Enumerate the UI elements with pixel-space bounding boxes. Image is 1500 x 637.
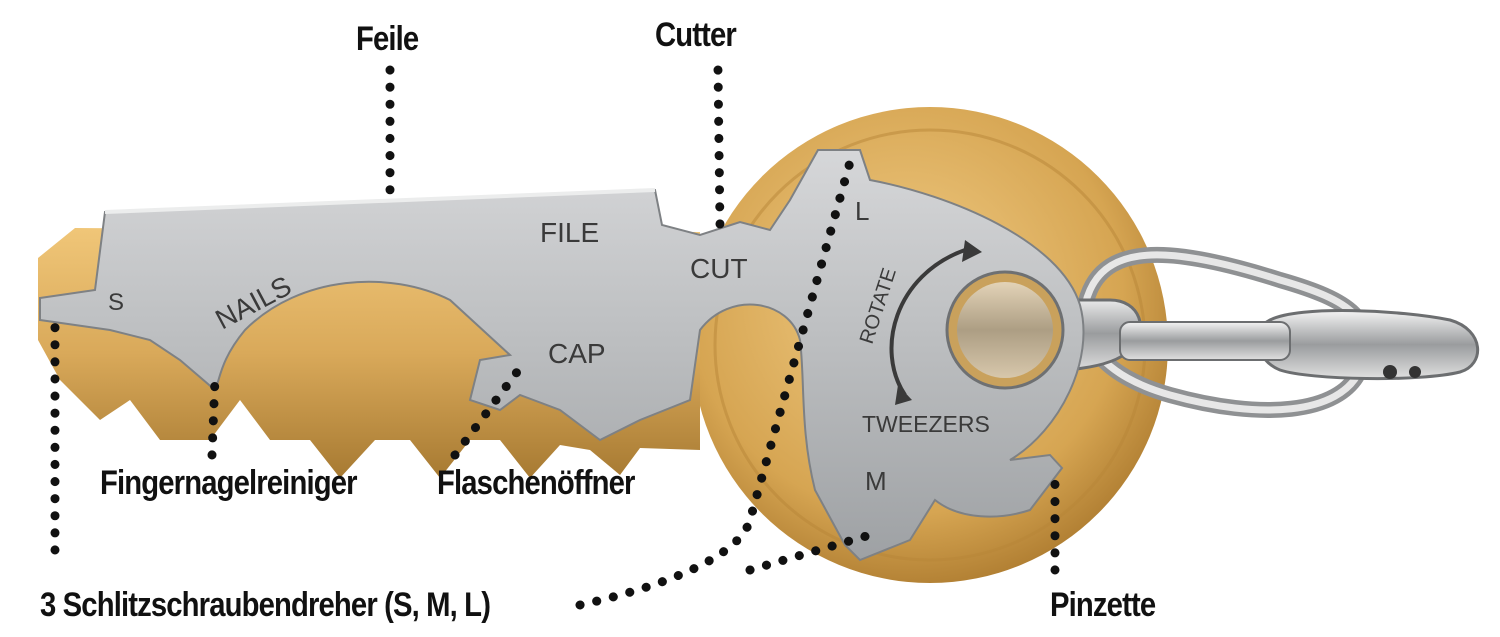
leader-flaschen [450, 363, 525, 460]
leader-cutter [713, 65, 725, 231]
tool-body [39, 149, 1085, 562]
label-flaschenoeffner: Flaschenöffner [437, 464, 635, 502]
leader-lines [50, 65, 1060, 610]
leader-screwdriver-l [575, 150, 857, 610]
steel-tool-plate [39, 149, 1085, 562]
label-feile: Feile [356, 20, 419, 58]
leader-screwdriver-m [745, 530, 875, 575]
label-schlitzschraubendreher: 3 Schlitzschraubendreher (S, M, L) [40, 586, 491, 624]
engraving-s: S [108, 289, 124, 316]
label-fingernagelreiniger: Fingernagelreiniger [100, 464, 357, 502]
engraving-cut: CUT [690, 253, 748, 284]
leader-fingernagel [207, 373, 220, 460]
key-ring-clip [928, 246, 1479, 418]
engraving-tweezers: TWEEZERS [862, 411, 990, 437]
engraving-m: M [865, 466, 887, 496]
engraving-cap: CAP [548, 338, 606, 369]
rotate-arrow [889, 248, 966, 397]
label-pinzette: Pinzette [1050, 586, 1156, 624]
label-cutter: Cutter [655, 16, 737, 54]
engraving-l: L [855, 196, 869, 226]
engraving-file: FILE [540, 217, 599, 248]
